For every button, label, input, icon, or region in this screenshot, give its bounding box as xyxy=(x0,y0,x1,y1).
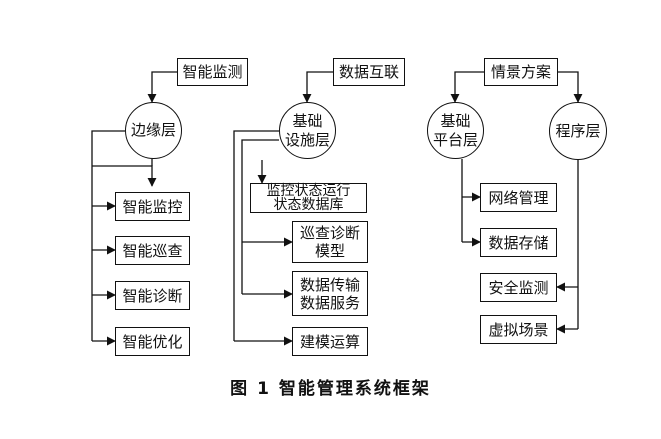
item-network-management: 网络管理 xyxy=(480,183,557,212)
header-smart-monitoring: 智能监测 xyxy=(177,58,248,86)
trunk-infra-outer xyxy=(233,130,279,341)
node-platform-layer: 基础 平台层 xyxy=(427,102,484,159)
arrow-header-to-infra-layer xyxy=(302,71,333,103)
arrow-header-to-platform-layer xyxy=(450,71,484,103)
node-program-layer: 程序层 xyxy=(549,102,607,160)
item-inspection-model: 巡查诊断 模型 xyxy=(292,221,368,263)
item-status-database: 监控状态运行 状态数据库 xyxy=(250,183,367,213)
header-data-interconnect: 数据互联 xyxy=(333,58,405,86)
node-edge-layer: 边缘层 xyxy=(125,102,182,159)
arrow-edge-layer-down xyxy=(92,165,157,187)
item-virtual-scene: 虚拟场景 xyxy=(480,315,557,344)
trunk-edge-layer xyxy=(91,130,125,341)
item-smart-diagnosis: 智能诊断 xyxy=(115,281,190,310)
item-data-storage: 数据存储 xyxy=(480,228,557,257)
item-smart-inspection: 智能巡查 xyxy=(115,236,190,265)
header-scenario-plan: 情景方案 xyxy=(484,58,558,86)
item-data-transfer-service: 数据传输 数据服务 xyxy=(292,271,368,316)
trunk-infra-inner xyxy=(241,139,279,294)
item-smart-monitoring: 智能监控 xyxy=(115,192,190,221)
arrow-header-to-edge-layer xyxy=(147,71,177,103)
arrow-header-to-program-layer xyxy=(558,71,583,103)
figure-caption: 图 1 智能管理系统框架 xyxy=(230,379,431,399)
node-infrastructure-layer: 基础 设施层 xyxy=(279,102,336,159)
item-modeling-computation: 建模运算 xyxy=(292,327,368,356)
item-smart-optimization: 智能优化 xyxy=(115,327,190,356)
item-security-monitoring: 安全监测 xyxy=(480,273,557,302)
